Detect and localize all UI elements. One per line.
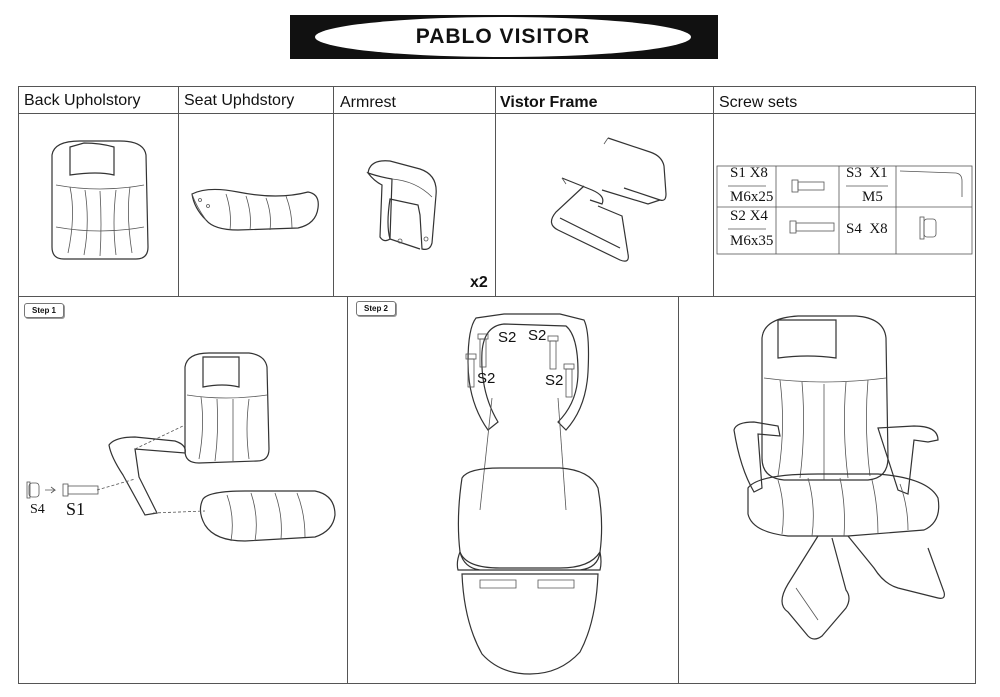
title-oval (315, 17, 691, 57)
part-header-armrest: Armrest (340, 94, 396, 111)
step-2-label-s2-b: S2 (528, 327, 547, 344)
screw-s1-icon (62, 483, 99, 497)
screw-s2-icon (547, 335, 559, 370)
instruction-frame (18, 86, 976, 684)
column-divider (347, 296, 348, 684)
screw-s2-name: S2 X4 (730, 208, 768, 224)
section-divider (18, 296, 976, 297)
screw-s1-name: S1 X8 (730, 165, 768, 181)
column-divider (178, 86, 179, 296)
screw-s1-icon (791, 179, 825, 193)
step-2-label-s2-d: S2 (545, 372, 564, 389)
screw-s1-size: M6x25 (730, 189, 774, 205)
part-header-frame: Vistor Frame (500, 94, 598, 111)
allen-key-icon (899, 170, 963, 197)
screw-s2-size: M6x35 (730, 233, 774, 249)
visitor-frame-drawing (550, 137, 667, 262)
step-1-label-s4: S4 (30, 502, 45, 517)
screw-s4-icon (26, 481, 40, 499)
seat-upholstery-drawing (191, 188, 319, 231)
screw-s4-name: S4 X8 (846, 221, 888, 237)
step-1-badge: Step 1 (24, 303, 65, 318)
page-title: PABLO VISITOR (415, 25, 591, 48)
step-2-label-s2-a: S2 (498, 329, 517, 346)
header-divider (18, 113, 976, 114)
step-2-badge: Step 2 (356, 301, 397, 316)
column-divider (713, 86, 714, 296)
part-header-screws: Screw sets (719, 94, 798, 111)
screw-s2-icon (465, 353, 477, 388)
screw-s2-icon (477, 333, 489, 368)
screw-s2-icon (789, 220, 835, 234)
part-header-back: Back Upholstory (24, 92, 141, 109)
step-2-drawing (456, 313, 603, 675)
screw-s3-size: M5 (862, 189, 883, 205)
screw-s3-name: S3 X1 (846, 165, 888, 181)
screw-sets-table (716, 165, 973, 255)
screw-s2-icon (563, 363, 575, 398)
column-divider (333, 86, 334, 296)
cap-nut-icon (919, 216, 937, 240)
back-upholstery-drawing (51, 140, 149, 260)
column-divider (495, 86, 496, 296)
column-divider (678, 296, 679, 684)
armrest-quantity: x2 (470, 274, 488, 291)
assembled-chair-drawing (733, 315, 945, 640)
step-2-label-s2-c: S2 (477, 370, 496, 387)
step-1-label-s1: S1 (66, 499, 86, 519)
step-1-drawing (26, 352, 336, 542)
armrest-drawing (366, 160, 437, 250)
part-header-seat: Seat Uphdstory (184, 92, 295, 109)
